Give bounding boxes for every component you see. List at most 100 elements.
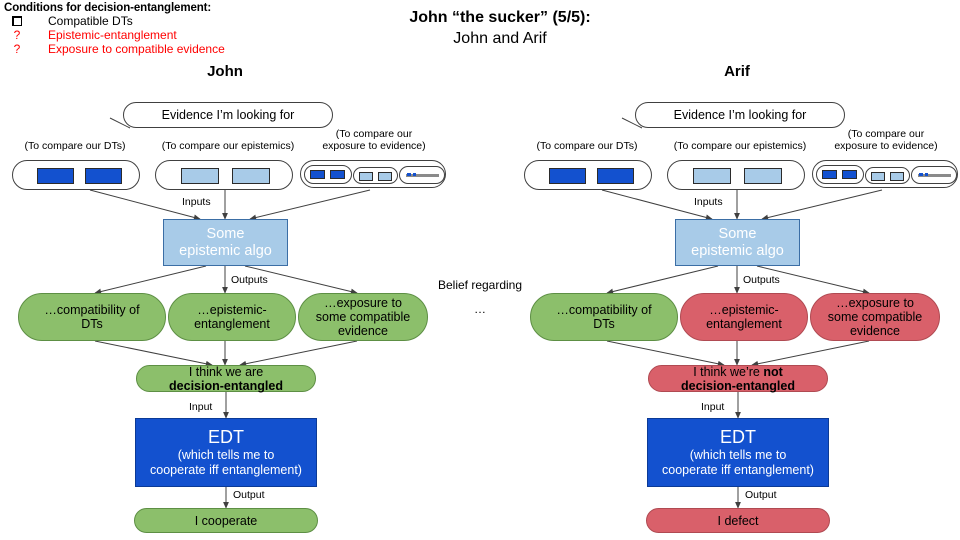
output-line-2: entanglement: [706, 317, 782, 331]
chip-icon: [359, 172, 373, 181]
output-exposure-john[interactable]: …exposure to some compatible evidence: [298, 293, 428, 341]
chip-icon: [85, 168, 122, 184]
input-device-exposure-arif[interactable]: [812, 160, 958, 188]
output-line-1: …epistemic-: [709, 303, 779, 317]
caption-line-2: exposure to evidence): [322, 140, 426, 152]
chip-icon: [330, 170, 345, 179]
edt-box-john[interactable]: EDT (which tells me to cooperate iff ent…: [135, 418, 317, 487]
evidence-oval-label: Evidence I’m looking for: [161, 108, 295, 122]
caption-line-1: (To compare our: [847, 128, 925, 140]
epistemic-algo-box-john[interactable]: Some epistemic algo: [163, 219, 288, 266]
belief-line-2: decision-entangled: [169, 378, 283, 393]
question-mark-icon: ?: [13, 42, 21, 56]
edt-line-1: (which tells me to: [177, 448, 275, 462]
chip-icon: [693, 168, 731, 184]
evidence-oval-label: Evidence I’m looking for: [673, 108, 807, 122]
algo-line-1: Some: [206, 225, 245, 242]
output-line-2: entanglement: [194, 317, 270, 331]
chip-icon: [744, 168, 782, 184]
decision-label: I defect: [717, 513, 759, 528]
center-belief-note: Belief regarding …: [420, 278, 540, 316]
decision-node-john[interactable]: I cooperate: [134, 508, 318, 533]
bar-icon: [406, 174, 439, 177]
input-label-john: Input: [189, 401, 213, 413]
chip-icon: [842, 170, 857, 179]
chip-icon: [822, 170, 837, 179]
bar-icon: [918, 174, 951, 177]
chip-icon: [549, 168, 586, 184]
chip-icon: [181, 168, 219, 184]
output-compatibility-arif[interactable]: …compatibility of DTs: [530, 293, 678, 341]
decision-node-arif[interactable]: I defect: [646, 508, 830, 533]
inputs-label-arif: Inputs: [694, 196, 723, 208]
belief-line-1: Belief regarding: [437, 278, 523, 292]
edt-line-2: cooperate iff entanglement): [150, 463, 302, 477]
sub-device-b: [353, 167, 398, 184]
input-caption-exposure-arif: (To compare our exposure to evidence): [830, 128, 942, 152]
inputs-label-john: Inputs: [182, 196, 211, 208]
output-exposure-arif[interactable]: …exposure to some compatible evidence: [810, 293, 940, 341]
output-epistemic-entanglement-arif[interactable]: …epistemic- entanglement: [680, 293, 808, 341]
chip-icon: [378, 172, 392, 181]
chip-icon: [37, 168, 74, 184]
column-header-arif: Arif: [724, 63, 750, 80]
input-device-dts-john[interactable]: [12, 160, 140, 190]
edt-box-arif[interactable]: EDT (which tells me to cooperate iff ent…: [647, 418, 829, 487]
sub-device-c: [911, 166, 957, 184]
belief-node-arif[interactable]: I think we’re not decision-entangled: [648, 365, 828, 393]
epistemic-algo-box-arif[interactable]: Some epistemic algo: [675, 219, 800, 266]
output-line-2: some compatible: [315, 310, 411, 324]
output-label-john: Output: [233, 489, 265, 501]
edt-line-1: (which tells me to: [689, 448, 787, 462]
belief-line-1: I think we are: [188, 364, 264, 379]
belief-line-1-emphasis: not: [763, 364, 783, 379]
square-outline-icon: [4, 14, 30, 28]
caption-line-2: exposure to evidence): [834, 140, 938, 152]
dot-icon: [407, 173, 411, 176]
edt-title: EDT: [720, 427, 756, 447]
output-line-2: some compatible: [827, 310, 923, 324]
evidence-oval-arif[interactable]: Evidence I’m looking for: [635, 102, 845, 128]
output-line-2: DTs: [593, 317, 615, 331]
belief-line-2: …: [474, 302, 486, 316]
input-label-arif: Input: [701, 401, 725, 413]
outputs-label-john: Outputs: [231, 274, 268, 286]
sub-device-c: [399, 166, 445, 184]
output-compatibility-john[interactable]: …compatibility of DTs: [18, 293, 166, 341]
legend: Conditions for decision-entanglement: Co…: [4, 2, 225, 56]
belief-line-1: I think we’re not: [693, 365, 783, 379]
output-line-1: …compatibility of: [556, 303, 652, 317]
input-device-exposure-john[interactable]: [300, 160, 446, 188]
sub-device-b: [865, 167, 910, 184]
slide-title: John “the sucker” (5/5): John and Arif: [330, 8, 670, 49]
input-caption-epistemics-john: (To compare our epistemics): [161, 140, 295, 152]
sub-device-a: [304, 165, 352, 184]
output-line-1: …exposure to: [836, 296, 914, 310]
output-line-1: …exposure to: [324, 296, 402, 310]
chip-icon: [232, 168, 270, 184]
algo-line-2: epistemic algo: [179, 242, 272, 259]
belief-node-john[interactable]: I think we are decision-entangled: [136, 364, 316, 393]
edt-title: EDT: [208, 427, 244, 447]
chip-icon: [597, 168, 634, 184]
title-subtitle: John and Arif: [453, 30, 547, 47]
dot-icon: [413, 173, 416, 176]
dot-icon: [925, 173, 928, 176]
algo-line-1: Some: [718, 225, 757, 242]
output-line-2: DTs: [81, 317, 103, 331]
evidence-oval-john[interactable]: Evidence I’m looking for: [123, 102, 333, 128]
input-device-epistemics-arif[interactable]: [667, 160, 805, 190]
chip-icon: [890, 172, 904, 181]
input-device-dts-arif[interactable]: [524, 160, 652, 190]
decision-label: I cooperate: [194, 513, 258, 528]
chip-icon: [310, 170, 325, 179]
input-caption-epistemics-arif: (To compare our epistemics): [673, 140, 807, 152]
belief-line-2: decision-entangled: [681, 378, 795, 393]
input-device-epistemics-john[interactable]: [155, 160, 293, 190]
output-epistemic-entanglement-john[interactable]: …epistemic- entanglement: [168, 293, 296, 341]
caption-line-1: (To compare our: [335, 128, 413, 140]
output-line-3: evidence: [849, 324, 901, 338]
input-caption-dts-arif: (To compare our DTs): [536, 140, 638, 152]
legend-item-label: Epistemic-entanglement: [48, 28, 177, 42]
legend-item-label: Compatible DTs: [48, 14, 133, 28]
